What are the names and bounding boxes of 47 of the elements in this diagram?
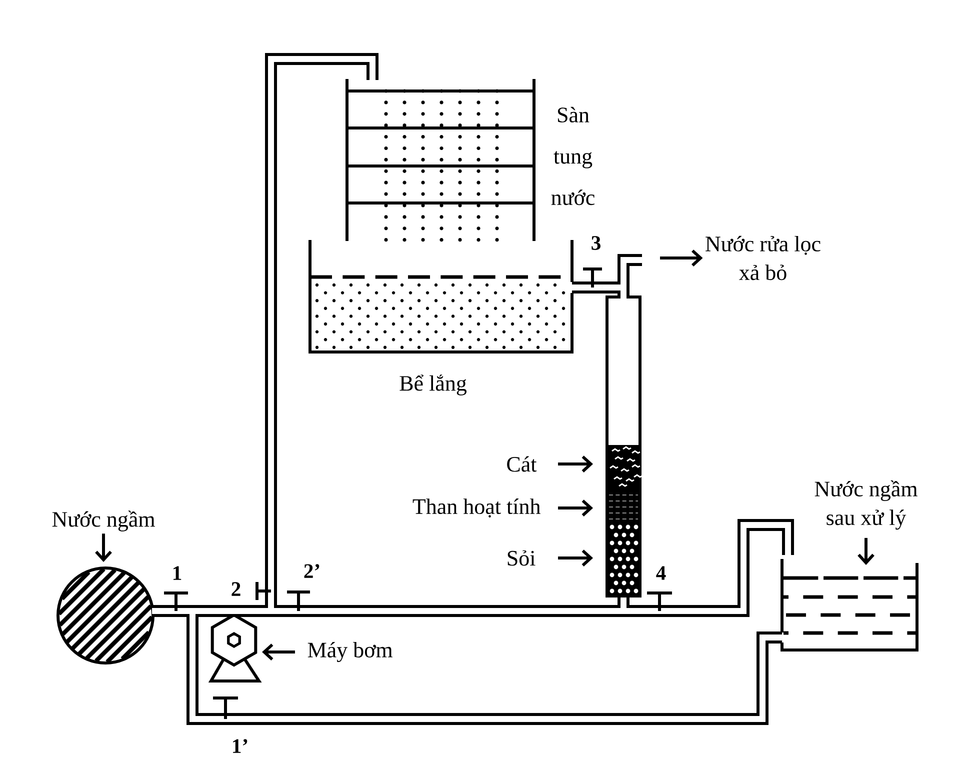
pipe bbox=[602, 282, 620, 294]
arrow bbox=[262, 644, 295, 660]
filter-column bbox=[606, 296, 642, 617]
hatched-circle bbox=[56, 566, 154, 664]
valve bbox=[286, 590, 312, 617]
pipe bbox=[234, 605, 256, 617]
arrow bbox=[858, 538, 874, 565]
callout-number: 1’ bbox=[233, 739, 248, 753]
callout-label: Nước ngầm sau xử lý bbox=[814, 480, 918, 530]
arrow bbox=[660, 250, 703, 266]
settling-tank bbox=[308, 238, 574, 354]
carbon-layer bbox=[607, 490, 640, 522]
callout-number: 2’ bbox=[304, 564, 320, 578]
pipe bbox=[238, 632, 782, 725]
arrow bbox=[558, 500, 593, 516]
callout-label: Nước ngầm bbox=[52, 510, 155, 532]
pipe bbox=[672, 519, 794, 617]
callout-label: Cát bbox=[507, 456, 537, 472]
valve bbox=[646, 592, 674, 617]
callout-label: Máy bơm bbox=[308, 642, 392, 662]
pipe bbox=[199, 605, 234, 617]
callout-label: Than hoạt tính bbox=[412, 498, 540, 518]
pipe bbox=[265, 53, 378, 582]
callout-number: 2 bbox=[232, 582, 240, 596]
arrow bbox=[558, 550, 593, 566]
arrow bbox=[558, 456, 593, 472]
pipe bbox=[277, 605, 287, 617]
spray-trays bbox=[346, 78, 536, 242]
callout-label: Nước rửa lọc xả bỏ bbox=[706, 236, 820, 280]
callout-label: Sỏi bbox=[508, 550, 536, 566]
pipe bbox=[186, 617, 213, 725]
pipe bbox=[310, 605, 607, 617]
water-tank bbox=[780, 558, 918, 652]
valve bbox=[162, 592, 200, 618]
callout-number: 1 bbox=[174, 566, 182, 580]
pipe bbox=[630, 605, 647, 617]
valve bbox=[254, 580, 278, 617]
pipe bbox=[618, 254, 642, 297]
sand-layer bbox=[607, 445, 643, 490]
callout-number: 4 bbox=[656, 566, 666, 580]
callout-number: 3 bbox=[592, 236, 600, 250]
part-label: Sàn tung nước bbox=[551, 106, 594, 206]
valve bbox=[582, 268, 604, 294]
part-label: Bể lắng bbox=[400, 374, 466, 396]
pipe bbox=[572, 282, 583, 294]
valve bbox=[212, 696, 240, 725]
arrow bbox=[95, 534, 112, 562]
